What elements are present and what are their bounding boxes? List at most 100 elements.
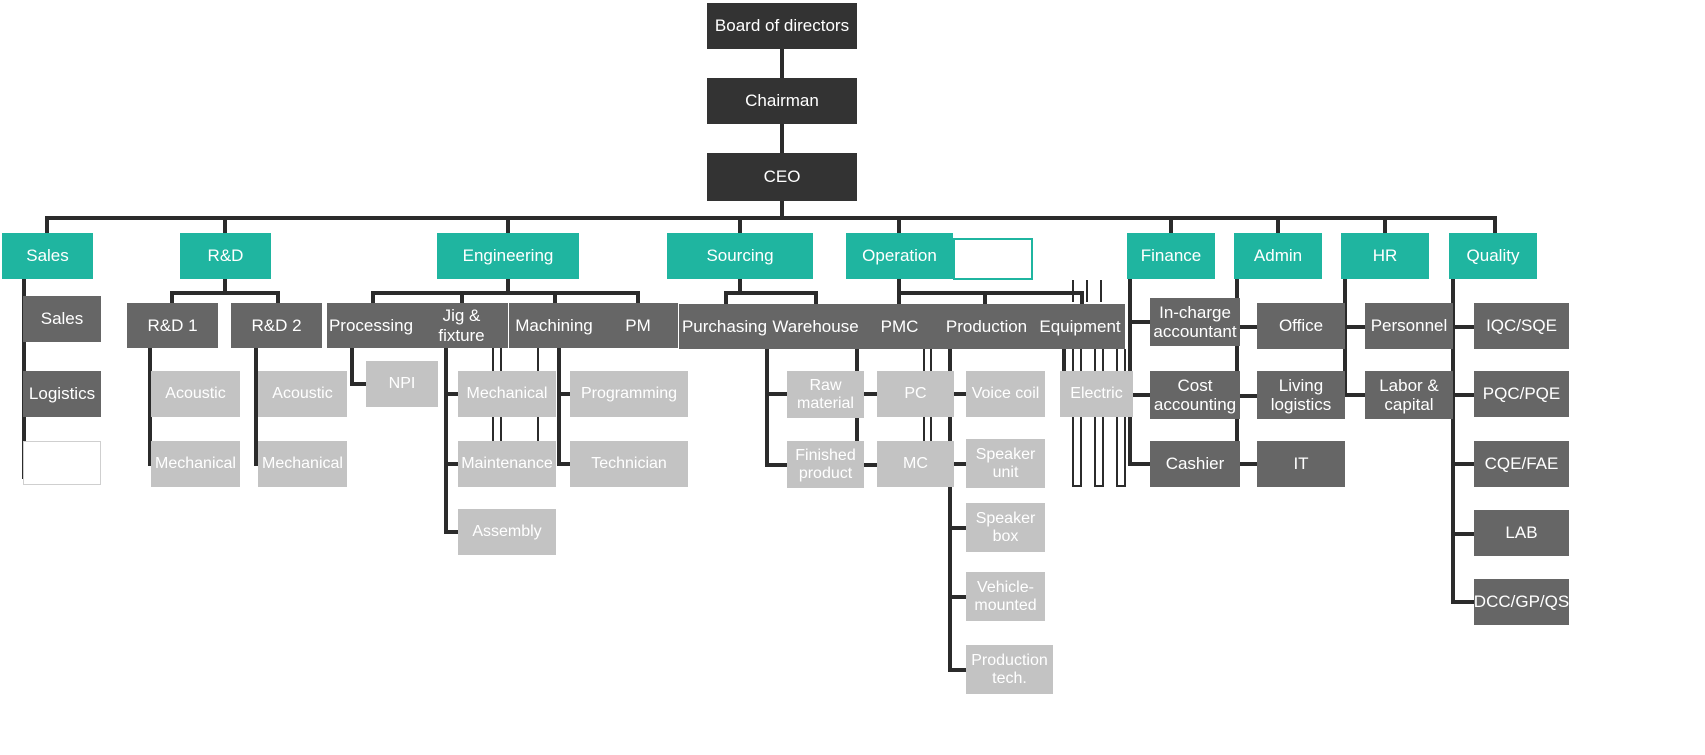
team-node-npi[interactable]: NPI [366, 361, 438, 407]
team-node-programming[interactable]: Programming [570, 371, 688, 417]
node-label: PQC/PQE [1482, 384, 1561, 404]
team-node-voice-coil[interactable]: Voice coil [966, 371, 1045, 417]
department-node-sales[interactable]: Sales [2, 233, 93, 279]
section-node-iqc-sqe[interactable]: IQC/SQE [1474, 303, 1569, 349]
team-node-assembly[interactable]: Assembly [458, 509, 556, 555]
node-label: Mechanical [262, 455, 343, 473]
team-node-pc[interactable]: PC [877, 371, 954, 417]
section-node-machining[interactable]: Machining [509, 303, 599, 348]
node-label: Cashier [1165, 454, 1225, 474]
node-label: Sourcing [706, 246, 774, 266]
exec-node-chairman[interactable]: Chairman [707, 78, 857, 124]
section-node-cqe-fae[interactable]: CQE/FAE [1474, 441, 1569, 487]
exec-node-board-of-directors[interactable]: Board of directors [707, 3, 857, 49]
node-label: PC [904, 385, 927, 403]
team-node-technician[interactable]: Technician [570, 441, 688, 487]
team-node-acoustic[interactable]: Acoustic [151, 371, 240, 417]
node-label: Logistics [28, 384, 96, 404]
node-label: Machining [515, 315, 593, 335]
section-node-cashier[interactable]: Cashier [1150, 441, 1240, 487]
section-node-office[interactable]: Office [1257, 303, 1345, 349]
section-node-sales[interactable]: Sales [23, 296, 101, 342]
department-node-finance[interactable]: Finance [1127, 233, 1215, 279]
team-node-mechanical[interactable]: Mechanical [458, 371, 556, 417]
node-label: Sales [40, 309, 84, 329]
section-node-purchasing[interactable]: Purchasing [679, 304, 770, 349]
team-node-maintenance[interactable]: Maintenance [458, 441, 556, 487]
section-node-equipment[interactable]: Equipment [1035, 304, 1125, 349]
node-label: R&D 1 [147, 315, 198, 335]
node-label: Finance [1140, 246, 1202, 266]
node-label: Equipment [1039, 316, 1121, 336]
node-label: MC [903, 455, 928, 473]
department-node-engineering[interactable]: Engineering [437, 233, 579, 279]
node-label: Programming [580, 385, 678, 403]
section-node-in-charge-accountant[interactable]: In-charge accountant [1150, 298, 1240, 346]
section-node-dcc-gp-qs[interactable]: DCC/GP/QS [1474, 579, 1569, 625]
team-node-electric[interactable]: Electric [1060, 371, 1133, 417]
node-label: Maintenance [461, 455, 553, 473]
section-node-logistics[interactable]: Logistics [23, 371, 101, 417]
node-label: Production tech. [971, 651, 1048, 687]
section-node-jig-fixture[interactable]: Jig & fixture [415, 303, 508, 348]
section-node-processing[interactable]: Processing [327, 303, 415, 348]
section-node-pmc[interactable]: PMC [861, 304, 938, 349]
node-label: Voice coil [971, 385, 1040, 403]
department-node-admin[interactable]: Admin [1234, 233, 1322, 279]
node-label: Board of directors [714, 16, 850, 36]
node-label: Electric [1070, 385, 1123, 403]
section-node-empty[interactable] [23, 441, 101, 485]
node-label: Purchasing [681, 316, 768, 336]
department-node-r-d[interactable]: R&D [180, 233, 271, 279]
node-label: Labor & capital [1379, 375, 1439, 414]
section-node-living-logistics[interactable]: Living logistics [1257, 371, 1345, 419]
department-node-sourcing[interactable]: Sourcing [667, 233, 813, 279]
node-label: LAB [1505, 523, 1538, 543]
team-node-finished-product[interactable]: Finished product [787, 441, 864, 488]
node-label: Quality [1466, 246, 1520, 266]
node-label: IT [1293, 454, 1309, 474]
node-label: Speaker box [975, 509, 1036, 545]
node-label: CQE/FAE [1484, 454, 1559, 474]
node-label: Personnel [1370, 316, 1448, 336]
section-node-r-d-1[interactable]: R&D 1 [127, 303, 218, 348]
section-node-pm[interactable]: PM [598, 303, 678, 348]
section-node-pqc-pqe[interactable]: PQC/PQE [1474, 371, 1569, 417]
section-node-warehouse[interactable]: Warehouse [770, 304, 861, 349]
section-node-cost-accounting[interactable]: Cost accounting [1150, 371, 1240, 419]
team-node-acoustic[interactable]: Acoustic [258, 371, 347, 417]
node-label: Admin [1253, 246, 1303, 266]
node-label: Operation [862, 246, 937, 266]
department-node-quality[interactable]: Quality [1449, 233, 1537, 279]
section-node-labor-capital[interactable]: Labor & capital [1365, 371, 1453, 419]
section-node-personnel[interactable]: Personnel [1365, 303, 1453, 349]
node-label: Speaker unit [975, 445, 1036, 481]
node-label: IQC/SQE [1486, 316, 1557, 336]
section-node-it[interactable]: IT [1257, 441, 1345, 487]
section-node-r-d-2[interactable]: R&D 2 [231, 303, 322, 348]
node-label: PM [625, 315, 651, 335]
team-node-speaker-box[interactable]: Speaker box [966, 503, 1045, 552]
node-label: DCC/GP/QS [1473, 592, 1570, 612]
node-label: Production [945, 316, 1028, 336]
team-node-production-tech[interactable]: Production tech. [966, 645, 1053, 694]
team-node-vehicle-mounted[interactable]: Vehicle-mounted [966, 572, 1045, 621]
team-node-mc[interactable]: MC [877, 441, 954, 487]
node-label: Engineering [462, 246, 554, 266]
section-node-production[interactable]: Production [938, 304, 1035, 349]
department-node-hr[interactable]: HR [1341, 233, 1429, 279]
team-node-mechanical[interactable]: Mechanical [151, 441, 240, 487]
node-label: Processing [328, 315, 414, 335]
operation-placeholder[interactable] [953, 238, 1033, 280]
node-label: Mechanical [155, 455, 236, 473]
exec-node-ceo[interactable]: CEO [707, 153, 857, 201]
section-node-lab[interactable]: LAB [1474, 510, 1569, 556]
node-label: Cost accounting [1153, 375, 1237, 414]
team-node-mechanical[interactable]: Mechanical [258, 441, 347, 487]
department-node-operation[interactable]: Operation [846, 233, 953, 279]
team-node-speaker-unit[interactable]: Speaker unit [966, 439, 1045, 488]
node-label: In-charge accountant [1153, 302, 1237, 341]
team-node-raw-material[interactable]: Raw material [787, 371, 864, 418]
node-label: Sales [26, 246, 69, 266]
